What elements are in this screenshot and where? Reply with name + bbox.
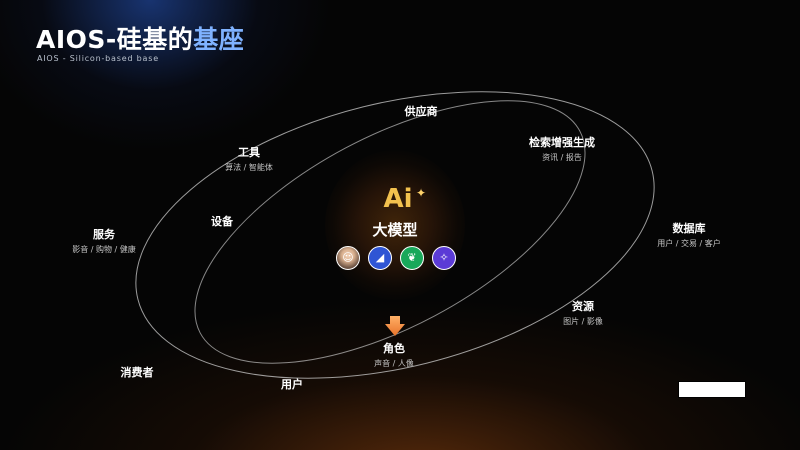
model-glow	[325, 150, 465, 300]
down-arrow-icon	[385, 316, 405, 336]
node-devices: 设备	[211, 215, 233, 228]
node-consumer: 消费者	[121, 366, 154, 379]
leaf-app-icon: ❦	[400, 246, 424, 270]
node-role-name: 角色	[383, 342, 405, 355]
node-supplier-name: 供应商	[404, 105, 438, 118]
node-resources-name: 资源	[572, 300, 594, 313]
node-tools-name: 工具	[238, 146, 260, 159]
node-user: 用户	[281, 378, 303, 391]
node-rag-name: 检索增强生成	[529, 136, 595, 149]
ai-logo-icon: Ai✦	[374, 184, 426, 214]
node-consumer-name: 消费者	[120, 366, 154, 379]
page-subtitle: AIOS - Silicon-based base	[37, 54, 159, 63]
node-services: 服务 影音 / 购物 / 健康	[72, 228, 136, 255]
node-supplier: 供应商	[405, 105, 438, 118]
node-resources: 资源 图片 / 影像	[563, 300, 603, 327]
node-rag-sub: 资讯 / 报告	[542, 153, 582, 162]
ai-logo-text: Ai	[383, 184, 413, 214]
node-devices-name: 设备	[211, 215, 233, 228]
node-role: 角色 声音 / 人像	[374, 342, 414, 369]
whale-app-icon: ◢	[368, 246, 392, 270]
node-resources-sub: 图片 / 影像	[563, 317, 603, 326]
node-rag: 检索增强生成 资讯 / 报告	[529, 136, 595, 163]
model-app-icons: ☺ ◢ ❦ ✧	[336, 246, 456, 270]
node-services-sub: 影音 / 购物 / 健康	[72, 245, 136, 254]
node-database-sub: 用户 / 交易 / 客户	[657, 239, 721, 248]
node-tools: 工具 算法 / 智能体	[225, 146, 273, 173]
node-database: 数据库 用户 / 交易 / 客户	[657, 222, 721, 249]
node-database-name: 数据库	[672, 222, 706, 235]
page-title: AIOS-硅基的基座	[36, 20, 244, 56]
node-services-name: 服务	[93, 228, 115, 241]
avatar-app-icon: ☺	[336, 246, 360, 270]
title-accent: 基座	[193, 25, 245, 54]
sparkle-icon: ✦	[415, 186, 426, 200]
node-tools-sub: 算法 / 智能体	[225, 163, 273, 172]
outer-orbit	[135, 91, 655, 379]
title-main: AIOS-硅基的	[36, 25, 194, 54]
inner-orbit	[194, 100, 586, 364]
large-model-label: 大模型	[372, 221, 418, 239]
node-user-name: 用户	[281, 378, 303, 391]
watermark-label	[678, 381, 746, 398]
star-app-icon: ✧	[432, 246, 456, 270]
node-role-sub: 声音 / 人像	[374, 359, 414, 368]
